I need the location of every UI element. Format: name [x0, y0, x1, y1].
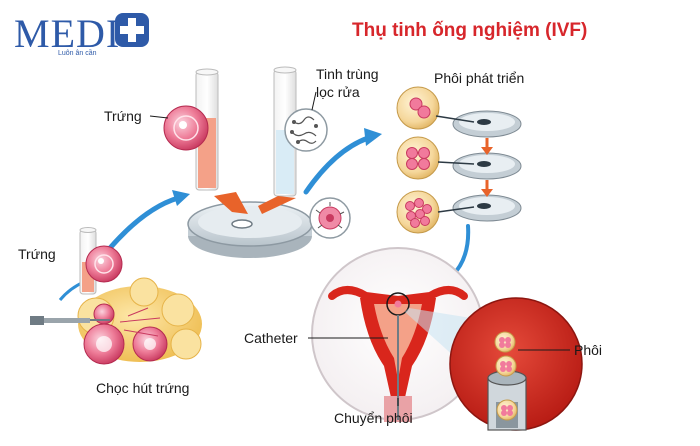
- embryo-zoom-3: [496, 399, 518, 421]
- label-embryo: Phôi: [574, 342, 603, 358]
- egg-cell-top: [163, 105, 209, 151]
- ovary: [77, 277, 202, 365]
- label-catheter: Catheter: [244, 330, 298, 346]
- leader-lines: [149, 91, 570, 406]
- fertilization-bubble: [309, 197, 351, 239]
- label-embryo-transfer: Chuyển phôi: [334, 410, 413, 426]
- logo-brand: MEDI: [14, 11, 121, 56]
- embryo-stage-1: [396, 86, 440, 130]
- pour-arrow-sperm: [258, 196, 296, 214]
- label-egg-left: Trứng: [18, 246, 56, 262]
- petri-dish: [187, 201, 313, 258]
- flow-arrow-1: [107, 190, 190, 251]
- dish-stage-1: [452, 110, 522, 138]
- aspiration-needle: [30, 316, 110, 325]
- dish-stage-2: [452, 152, 522, 180]
- pointer-stage-2: [437, 161, 475, 165]
- uterus-view: [311, 247, 485, 422]
- label-embryo-development: Phôi phát triển: [434, 70, 525, 86]
- logo-cross-icon: [115, 13, 149, 47]
- flow-arrow-2: [303, 128, 382, 195]
- logo-tagline: Luôn ân cần: [58, 50, 97, 57]
- stage-arrow-2: [481, 180, 493, 197]
- embryo-stage-2: [396, 136, 440, 180]
- egg-cell-left: [85, 245, 123, 283]
- sperm-bubble: [284, 108, 328, 152]
- embryo-stage-3: [396, 190, 440, 234]
- embryo-zoom-1: [494, 331, 516, 353]
- label-egg-top: Trứng: [104, 108, 142, 124]
- stage-arrow-1: [481, 138, 493, 155]
- label-sperm-line2: lọc rửa: [316, 84, 360, 100]
- label-egg-retrieval: Chọc hút trứng: [96, 380, 190, 396]
- dish-stage-3: [452, 194, 522, 222]
- page-title: Thụ tinh ống nghiệm (IVF): [352, 20, 588, 41]
- pointer-stage-3: [437, 206, 475, 213]
- label-sperm-line1: Tinh trùng: [316, 66, 379, 82]
- pour-arrow-egg: [214, 192, 248, 214]
- embryo-zoom-2: [495, 355, 517, 377]
- pointer-stage-1: [435, 115, 475, 123]
